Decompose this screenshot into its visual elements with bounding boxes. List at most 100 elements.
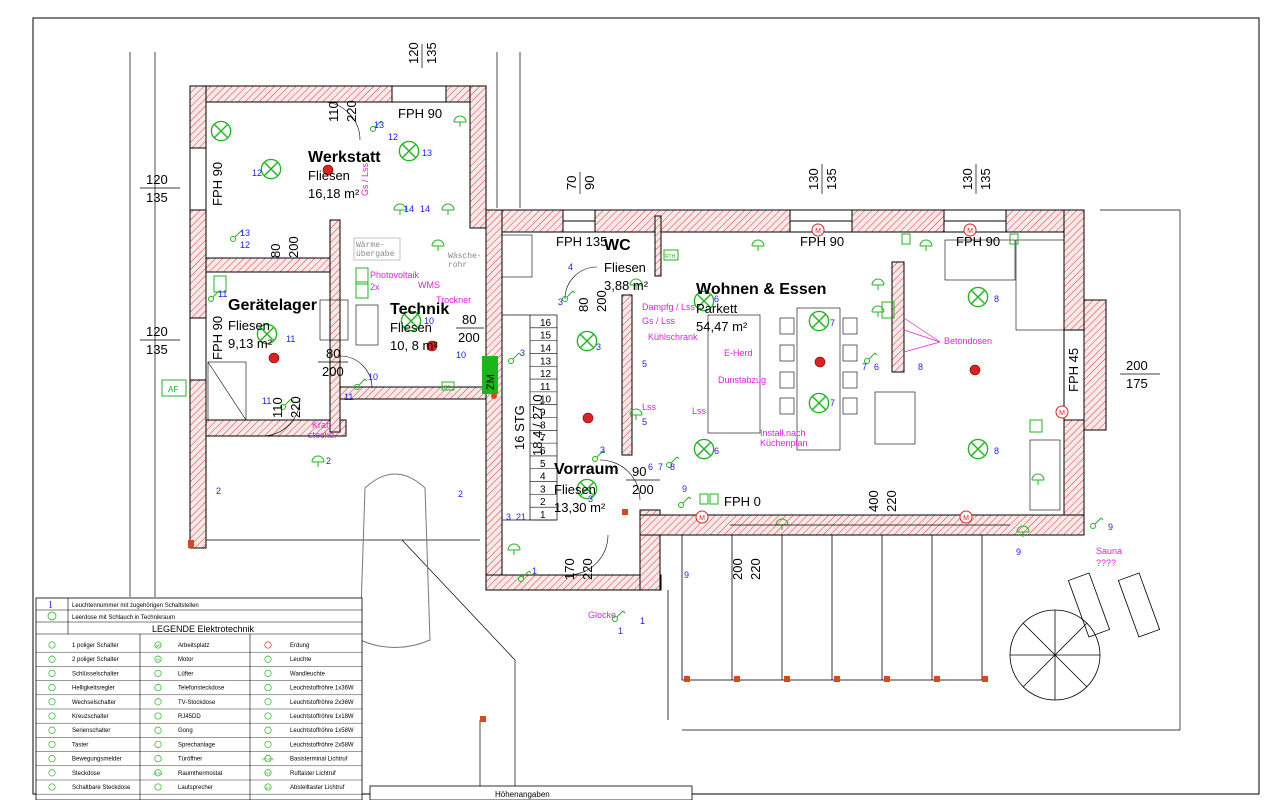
svg-text:4: 4 bbox=[568, 262, 573, 272]
legend-symbol bbox=[48, 655, 56, 663]
svg-text:M: M bbox=[815, 228, 821, 235]
svg-text:80: 80 bbox=[462, 312, 476, 327]
svg-text:FPH 90: FPH 90 bbox=[210, 316, 225, 360]
svg-text:220: 220 bbox=[288, 396, 303, 418]
svg-text:11: 11 bbox=[262, 396, 271, 406]
svg-text:7: 7 bbox=[830, 318, 835, 328]
svg-text:9: 9 bbox=[1108, 522, 1113, 532]
room-vorraum-floor: Fliesen bbox=[554, 482, 596, 497]
svg-text:80: 80 bbox=[576, 298, 591, 312]
parasol bbox=[1009, 572, 1161, 701]
svg-text:Kraft: Kraft bbox=[312, 420, 332, 430]
svg-text:200: 200 bbox=[730, 558, 745, 580]
ceiling-points bbox=[268, 164, 981, 424]
legend-symbol bbox=[48, 783, 56, 791]
svg-text:6: 6 bbox=[648, 462, 653, 472]
svg-text:Install.nach: Install.nach bbox=[760, 428, 806, 438]
legend-symbol bbox=[154, 641, 162, 649]
legend-symbol bbox=[154, 783, 162, 791]
legend-symbol bbox=[48, 641, 56, 649]
svg-text:FPH 135: FPH 135 bbox=[556, 234, 607, 249]
legend-symbol-label: AT bbox=[266, 785, 271, 790]
legend-symbol bbox=[154, 712, 162, 720]
legend-item-label: Bewegungsmelder bbox=[72, 757, 122, 763]
svg-text:3: 3 bbox=[600, 445, 605, 455]
svg-text:2: 2 bbox=[216, 486, 221, 496]
svg-text:200: 200 bbox=[322, 364, 344, 379]
zm-box bbox=[482, 356, 498, 394]
af-label: AF bbox=[168, 385, 178, 394]
svg-text:120: 120 bbox=[146, 172, 168, 187]
room-wc-area: 3,88 m² bbox=[604, 278, 649, 293]
dimension-labels: 120 135 120 135 120 135 70 90 130 135 13… bbox=[140, 42, 1160, 580]
legend-symbol bbox=[264, 769, 272, 777]
stair-step-number: 9 bbox=[540, 408, 546, 419]
legend-item-label: Lautsprecher bbox=[178, 785, 213, 791]
legend-item-label: Steckdose bbox=[72, 771, 101, 777]
legend-symbol-label: M bbox=[156, 657, 159, 662]
room-wc-name: WC bbox=[604, 237, 631, 254]
stair-step-number: 12 bbox=[540, 369, 552, 380]
svg-text:Küchenplan: Küchenplan bbox=[760, 438, 808, 448]
legend-item-label: Lüfter bbox=[178, 671, 193, 677]
svg-text:LEGENDE Elektrotechnik: LEGENDE Elektrotechnik bbox=[152, 624, 255, 634]
circuit-numbers: 12 13 12 13 12 13 14 14 11 11 11 11 10 1… bbox=[216, 120, 1113, 636]
svg-text:7: 7 bbox=[862, 362, 867, 372]
svg-text:400: 400 bbox=[866, 490, 881, 512]
svg-text:9: 9 bbox=[682, 484, 687, 494]
svg-text:16 STG: 16 STG bbox=[512, 405, 527, 450]
svg-text:2x: 2x bbox=[370, 282, 380, 292]
stair-step-number: 7 bbox=[540, 433, 546, 444]
svg-text:????: ???? bbox=[1096, 558, 1116, 568]
svg-text:110: 110 bbox=[270, 397, 285, 418]
legend: 1 Leuchtennummer mit zugehörigen Schalts… bbox=[35, 597, 363, 800]
svg-text:9: 9 bbox=[1016, 547, 1021, 557]
legend-symbol-label: RTH bbox=[154, 771, 162, 776]
room-wohnen-floor: Parkett bbox=[696, 301, 738, 316]
room-notes: Wärme-übergabe Wäsche-rohr bbox=[353, 237, 482, 270]
svg-text:Gs / Lss: Gs / Lss bbox=[642, 316, 676, 326]
legend-item-label: Leuchtstoffröhre 2x58W bbox=[290, 742, 354, 748]
svg-text:M: M bbox=[967, 228, 973, 235]
stair-step-number: 2 bbox=[540, 497, 546, 508]
svg-text:E-Herd: E-Herd bbox=[724, 348, 753, 358]
svg-text:8: 8 bbox=[670, 462, 675, 472]
stair-step-number: 3 bbox=[540, 484, 546, 495]
stair-step-number: 10 bbox=[540, 395, 552, 406]
svg-text:FPH 0: FPH 0 bbox=[724, 494, 761, 509]
legend-symbol bbox=[154, 684, 162, 692]
legend-item-label: Leuchtstoffröhre 1x58W bbox=[290, 728, 354, 734]
terrace bbox=[667, 534, 983, 720]
svg-text:Glocke: Glocke bbox=[588, 610, 616, 620]
legend-symbol bbox=[264, 740, 272, 748]
svg-text:6: 6 bbox=[714, 446, 719, 456]
room-technik-area: 10, 8 m² bbox=[390, 338, 438, 353]
svg-text:18,4 / 27,0: 18,4 / 27,0 bbox=[530, 395, 545, 456]
car-outline bbox=[359, 473, 431, 648]
svg-text:10: 10 bbox=[456, 350, 466, 360]
legend-symbol bbox=[264, 641, 272, 649]
legend-symbol bbox=[264, 712, 272, 720]
svg-text:M: M bbox=[963, 515, 969, 522]
legend-item-label: Abstelltaster Lichtruf bbox=[290, 785, 345, 791]
stair-step-number: 16 bbox=[540, 318, 552, 329]
svg-text:10: 10 bbox=[424, 316, 434, 326]
svg-text:Dunstabzug: Dunstabzug bbox=[718, 375, 766, 385]
room-werkstatt-name: Werkstatt bbox=[308, 149, 381, 166]
svg-text:220: 220 bbox=[344, 100, 359, 122]
legend-symbol bbox=[264, 669, 272, 677]
stair-step-number: 5 bbox=[540, 459, 546, 470]
column-markers bbox=[188, 393, 988, 722]
svg-text:Gs / Lss: Gs / Lss bbox=[360, 162, 370, 196]
svg-text:Sauna: Sauna bbox=[1096, 546, 1122, 556]
svg-text:6: 6 bbox=[714, 294, 719, 304]
svg-text:Betondosen: Betondosen bbox=[944, 336, 992, 346]
svg-text:12: 12 bbox=[240, 240, 250, 250]
legend-symbol bbox=[264, 684, 272, 692]
legend-symbol bbox=[154, 740, 162, 748]
legend-symbol bbox=[154, 669, 162, 677]
svg-text:13: 13 bbox=[422, 148, 432, 158]
legend-item-label: Telefonsteckdose bbox=[178, 686, 225, 692]
legend-item-label: Gong bbox=[178, 728, 193, 734]
